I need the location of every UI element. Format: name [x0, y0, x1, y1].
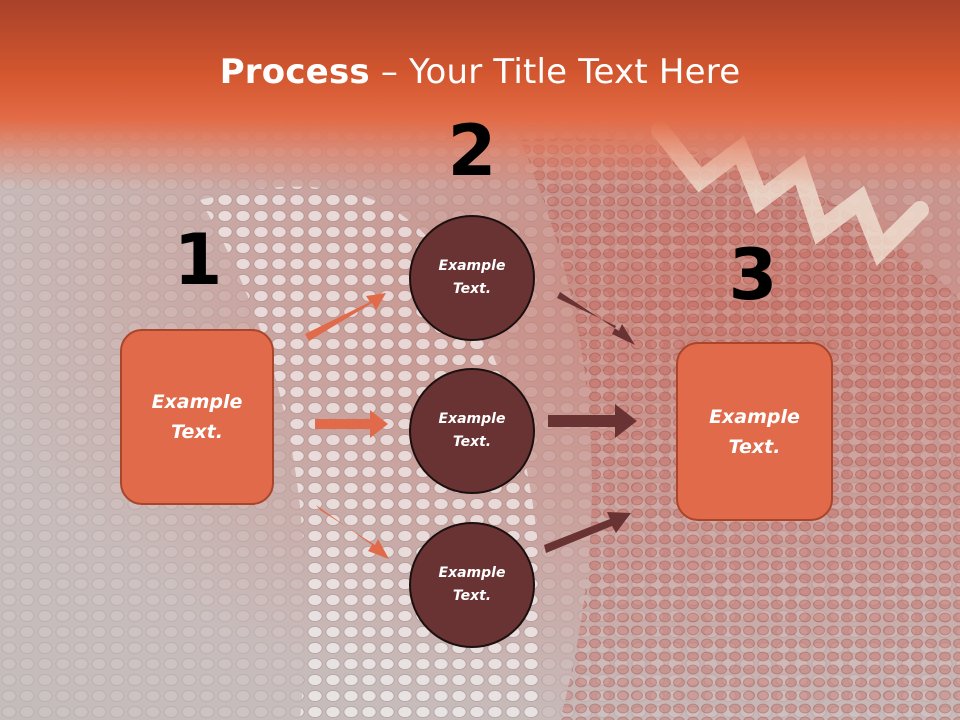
circle-top-line1: Example — [438, 258, 506, 274]
output-box: Example Text. — [676, 342, 833, 521]
title-banner — [0, 0, 960, 190]
arrow-out-top — [557, 292, 635, 345]
output-box-line2: Text. — [728, 435, 781, 458]
arrow-in-middle — [315, 410, 388, 438]
process-circle-middle: Example Text. — [409, 368, 535, 494]
output-box-line1: Example — [709, 405, 800, 428]
arrow-in-top — [305, 293, 386, 341]
process-circle-top: Example Text. — [409, 215, 535, 341]
arrow-in-bottom — [316, 505, 389, 559]
process-circle-bottom: Example Text. — [409, 522, 535, 648]
step-number-1: 1 — [173, 219, 223, 301]
step-number-3: 3 — [728, 234, 778, 316]
arrow-out-middle — [548, 404, 637, 438]
circle-middle-line2: Text. — [452, 434, 492, 450]
input-box: Example Text. — [120, 329, 274, 505]
title-bold: Process — [219, 52, 370, 92]
input-box-line2: Text. — [171, 421, 223, 443]
circle-middle-line1: Example — [438, 411, 506, 427]
arrow-out-bottom — [544, 512, 631, 553]
title-rest: – Your Title Text Here — [369, 52, 741, 92]
circle-top-line2: Text. — [452, 281, 492, 297]
circle-bottom-line2: Text. — [452, 588, 492, 604]
slide-title: Process – Your Title Text Here — [0, 52, 960, 92]
input-box-line1: Example — [151, 391, 243, 413]
step-number-2: 2 — [447, 110, 497, 192]
circle-bottom-line1: Example — [438, 565, 506, 581]
